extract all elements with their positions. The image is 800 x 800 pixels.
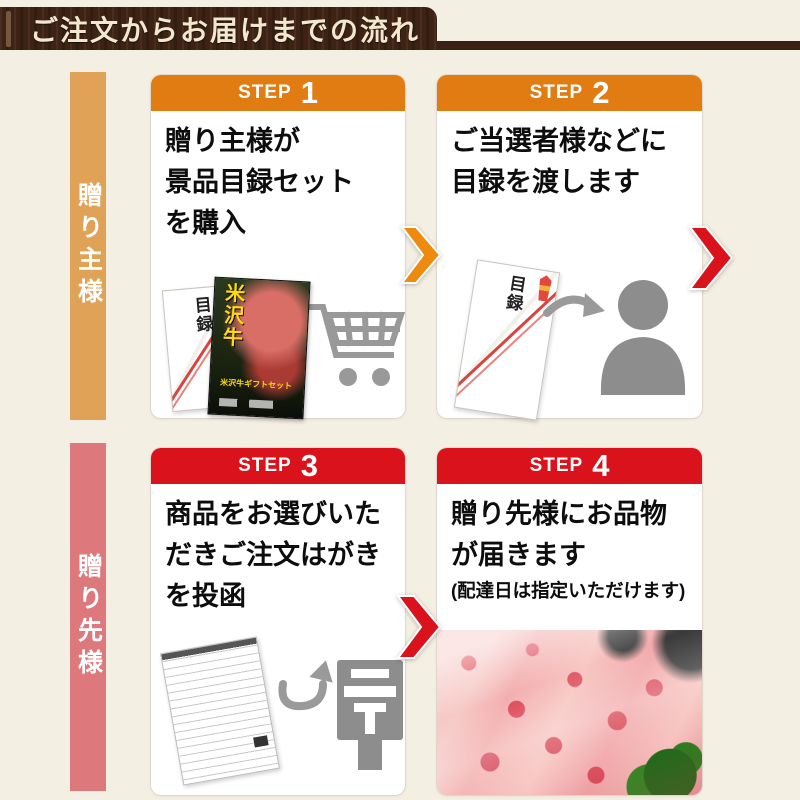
step-1-number: 1 xyxy=(300,74,318,110)
postbox-body xyxy=(337,660,403,740)
postal-mark xyxy=(354,703,386,712)
page-title: ご注文からお届けまでの流れ xyxy=(30,15,421,46)
step-2-line-2: 目録を渡します xyxy=(451,167,640,197)
postbox-icon xyxy=(337,660,403,770)
postal-mark xyxy=(365,712,375,734)
step-2-number: 2 xyxy=(592,74,610,110)
step-3-label: STEP xyxy=(238,455,292,476)
postcard-stamp xyxy=(253,735,269,748)
step-1-line-3: を購入 xyxy=(165,208,246,238)
step-3-line-1: 商品をお選びいた xyxy=(165,499,381,529)
step-1-line-1: 贈り主様が xyxy=(165,126,300,156)
person-icon xyxy=(595,277,691,400)
step-3-header: STEP 3 xyxy=(151,448,405,484)
brochure-title: 米沢牛 xyxy=(218,281,245,350)
step-4-label: STEP xyxy=(529,455,584,476)
step-4-line-2: が届きます xyxy=(451,540,586,570)
step-1-line-2: 景品目録セット xyxy=(165,167,354,197)
step-3-text: 商品をお選びいた だきご注文はがき を投函 xyxy=(151,484,405,617)
chevron-right-icon xyxy=(400,226,442,284)
step-1-header: STEP 1 xyxy=(151,75,405,111)
recipient-row-label: 贈り先様 xyxy=(70,443,106,791)
gift-brochure: 米沢牛 米沢牛ギフトセット xyxy=(207,276,311,420)
step-3-line-2: だきご注文はがき xyxy=(165,540,381,570)
step-2-card: STEP 2 ご当選者様などに 目録を渡します 目録 xyxy=(437,75,702,421)
recipient-row-label-text: 贈り先様 xyxy=(74,553,103,681)
step-4-card: STEP 4 贈り先様にお品物 が届きます (配達日は指定いただけます) xyxy=(437,448,702,795)
postal-mark xyxy=(344,686,396,697)
brochure-logos xyxy=(218,397,290,410)
header-accent-stripe xyxy=(6,11,11,47)
brochure-caption: 米沢牛ギフトセット xyxy=(219,378,293,391)
step-3-number: 3 xyxy=(300,447,318,483)
step-4-header: STEP 4 xyxy=(437,448,702,484)
chevron-right-icon xyxy=(396,595,442,659)
step-2-header: STEP 2 xyxy=(437,75,702,111)
post-arrow-icon xyxy=(277,658,337,723)
photo-highlight xyxy=(437,630,702,795)
step-2-text: ご当選者様などに 目録を渡します xyxy=(437,111,702,203)
step-2-label: STEP xyxy=(529,82,584,103)
step-4-text: 贈り先様にお品物 が届きます (配達日は指定いただけます) xyxy=(437,484,702,604)
header-title-tab xyxy=(0,7,437,50)
step-1-label: STEP xyxy=(238,82,292,103)
step-4-number: 4 xyxy=(592,447,610,483)
step-4-line-1: 贈り先様にお品物 xyxy=(451,499,667,529)
sender-row-label-text: 贈り主様 xyxy=(74,182,103,310)
step-4-note: (配達日は指定いただけます) xyxy=(451,580,686,601)
hand-over-arrow-icon xyxy=(543,283,607,338)
step-1-text: 贈り主様が 景品目録セット を購入 xyxy=(151,111,405,244)
step-1-card: STEP 1 贈り主様が 景品目録セット を購入 目録 米沢牛 米沢牛ギフトセッ… xyxy=(151,75,407,420)
shopping-cart-icon xyxy=(303,295,407,398)
step-2-line-1: ご当選者様などに xyxy=(451,126,667,156)
step-3-card: STEP 3 商品をお選びいた だきご注文はがき を投函 xyxy=(151,448,405,795)
postbox-slot xyxy=(351,669,389,678)
wagyu-beef-photo xyxy=(437,630,702,795)
order-postcard xyxy=(160,636,280,786)
postbox-leg xyxy=(358,740,382,770)
sender-row-label: 贈り主様 xyxy=(70,72,106,420)
step-3-line-3: を投函 xyxy=(165,581,246,611)
chevron-right-icon xyxy=(688,226,734,290)
